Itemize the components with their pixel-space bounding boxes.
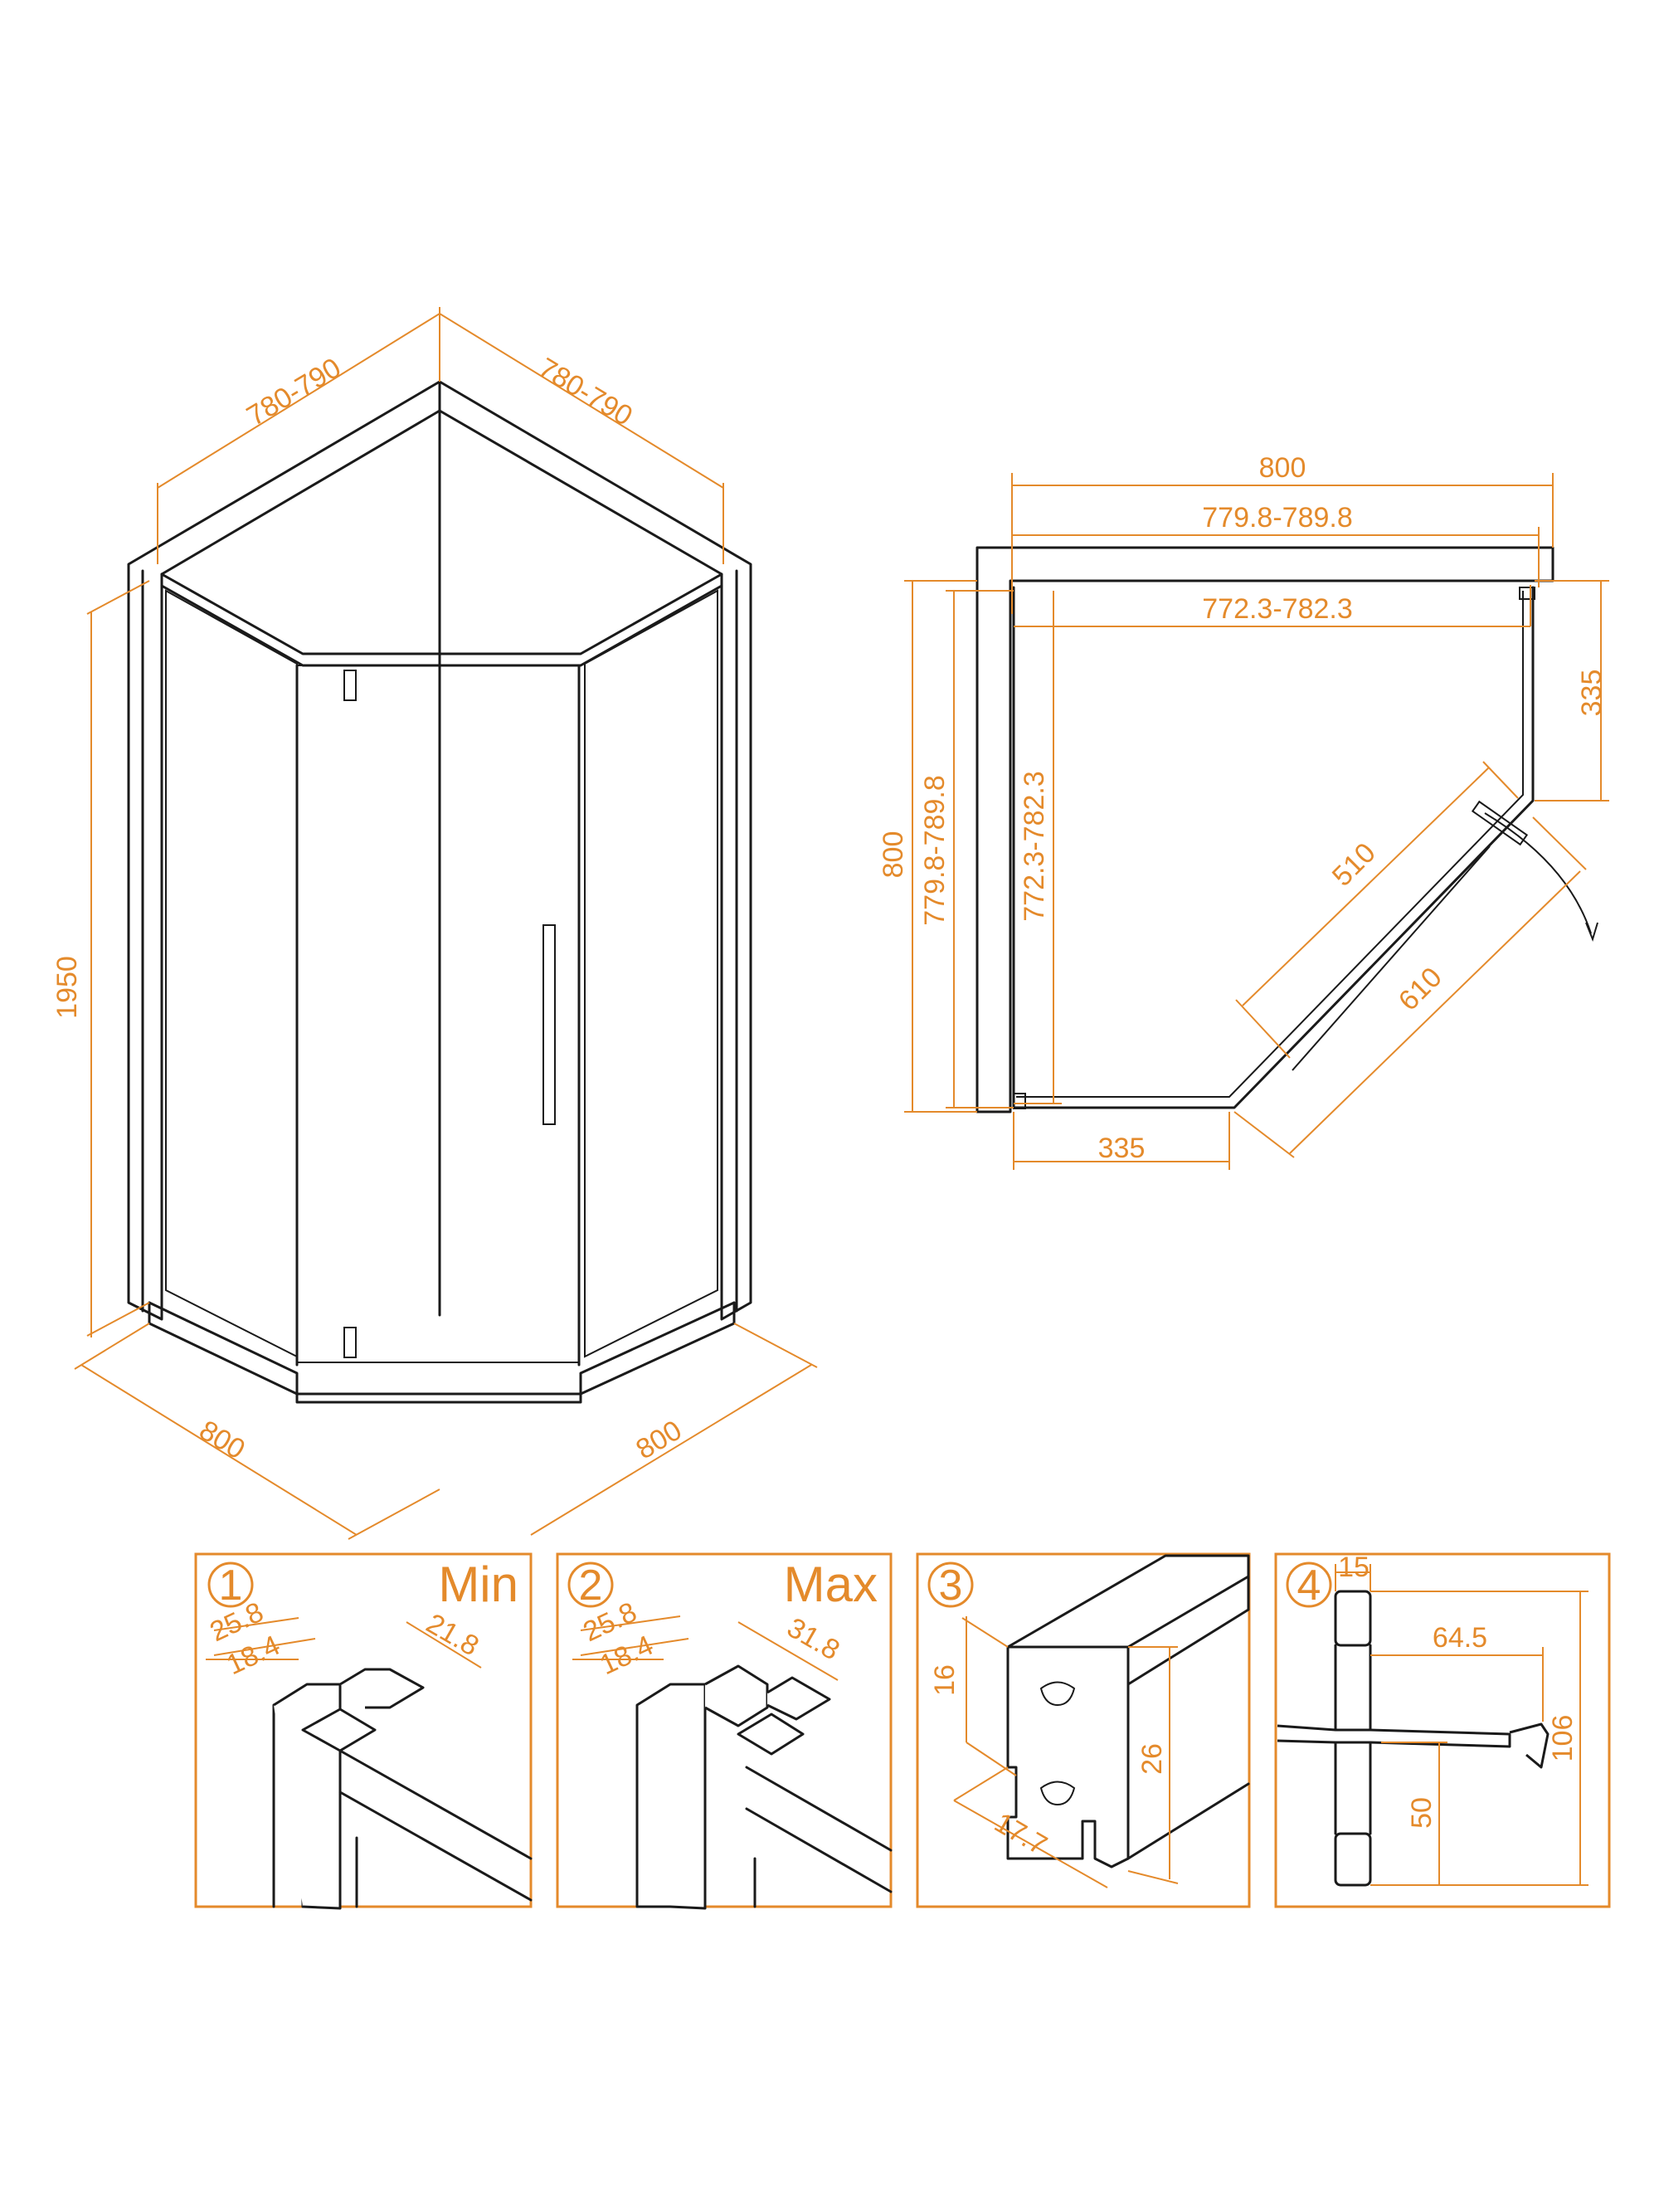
base-tray <box>148 1301 736 1404</box>
detail-3-frame <box>916 1552 1251 1908</box>
door-swing-arrow <box>1484 812 1592 934</box>
dim-plan-width-inner: 772.3-782.3 <box>1202 593 1353 625</box>
plan-dimensions: 800 779.8-789.8 772.3-782.3 800 779.8-78… <box>878 452 1609 1170</box>
dim-plan-bottom-return: 335 <box>1098 1133 1146 1164</box>
detail-2-max: 2 Max 25.8 18.4 31.8 <box>556 1552 893 1910</box>
back-wall-left <box>127 380 441 1321</box>
dim-plan-width-total: 800 <box>1259 452 1306 484</box>
dim-side-right: 780-790 <box>533 352 638 432</box>
detail-4-number: 4 <box>1297 1562 1321 1610</box>
detail-2-dim-c: 31.8 <box>781 1611 844 1666</box>
dim-base-right: 800 <box>630 1415 687 1466</box>
door-hinge-top <box>343 670 357 701</box>
detail-1-min: 1 Min 25.8 18.4 21.8 <box>194 1552 533 1910</box>
dim-side-left: 780-790 <box>241 352 347 432</box>
dim-plan-width-outer: 779.8-789.8 <box>1202 502 1353 534</box>
plan-walls <box>975 546 1554 1113</box>
perspective-view: 780-790 780-790 1950 800 800 <box>51 307 818 1540</box>
detail-4-frame <box>1274 1552 1611 1908</box>
plan-view: 800 779.8-789.8 772.3-782.3 800 779.8-78… <box>878 452 1609 1170</box>
detail-4-hinge: 4 15 64.5 106 50 <box>1274 1552 1611 1908</box>
detail-1-number: 1 <box>219 1562 243 1610</box>
plan-enclosure <box>1012 586 1535 1109</box>
detail-2-number: 2 <box>579 1562 603 1610</box>
top-rail <box>160 572 723 655</box>
door-panel <box>296 665 580 1363</box>
detail-3-profile: 3 16 26 17.7 <box>916 1552 1251 1908</box>
detail-1-dim-c: 21.8 <box>421 1607 484 1662</box>
detail-1-frame <box>194 1552 533 1908</box>
dim-base-left: 800 <box>194 1415 251 1466</box>
dim-height: 1950 <box>51 956 83 1019</box>
door-hinge-bottom <box>343 1327 357 1358</box>
dim-plan-door-width: 510 <box>1326 837 1382 893</box>
door-handle <box>542 924 556 1125</box>
detail-3-dim-depth: 26 <box>1136 1743 1168 1775</box>
detail-4-dim-lower: 50 <box>1406 1797 1438 1829</box>
detail-2-frame <box>556 1552 893 1908</box>
detail-3-dim-height: 16 <box>929 1664 961 1696</box>
detail-4-dim-top: 15 <box>1338 1552 1370 1583</box>
detail-4-dim-reach: 64.5 <box>1433 1622 1487 1654</box>
dim-plan-height-outer: 779.8-789.8 <box>919 775 951 926</box>
right-fixed-panel <box>584 589 718 1358</box>
dim-plan-height-inner: 772.3-782.3 <box>1019 771 1050 922</box>
back-wall-right <box>438 380 752 1321</box>
dim-plan-right-return: 335 <box>1576 670 1608 717</box>
detail-2-tag: Max <box>784 1557 878 1612</box>
detail-1-tag: Min <box>438 1557 518 1612</box>
detail-3-number: 3 <box>939 1562 963 1610</box>
left-fixed-panel <box>165 589 298 1358</box>
dim-plan-height-total: 800 <box>878 831 909 879</box>
detail-4-dim-total: 106 <box>1547 1715 1579 1762</box>
